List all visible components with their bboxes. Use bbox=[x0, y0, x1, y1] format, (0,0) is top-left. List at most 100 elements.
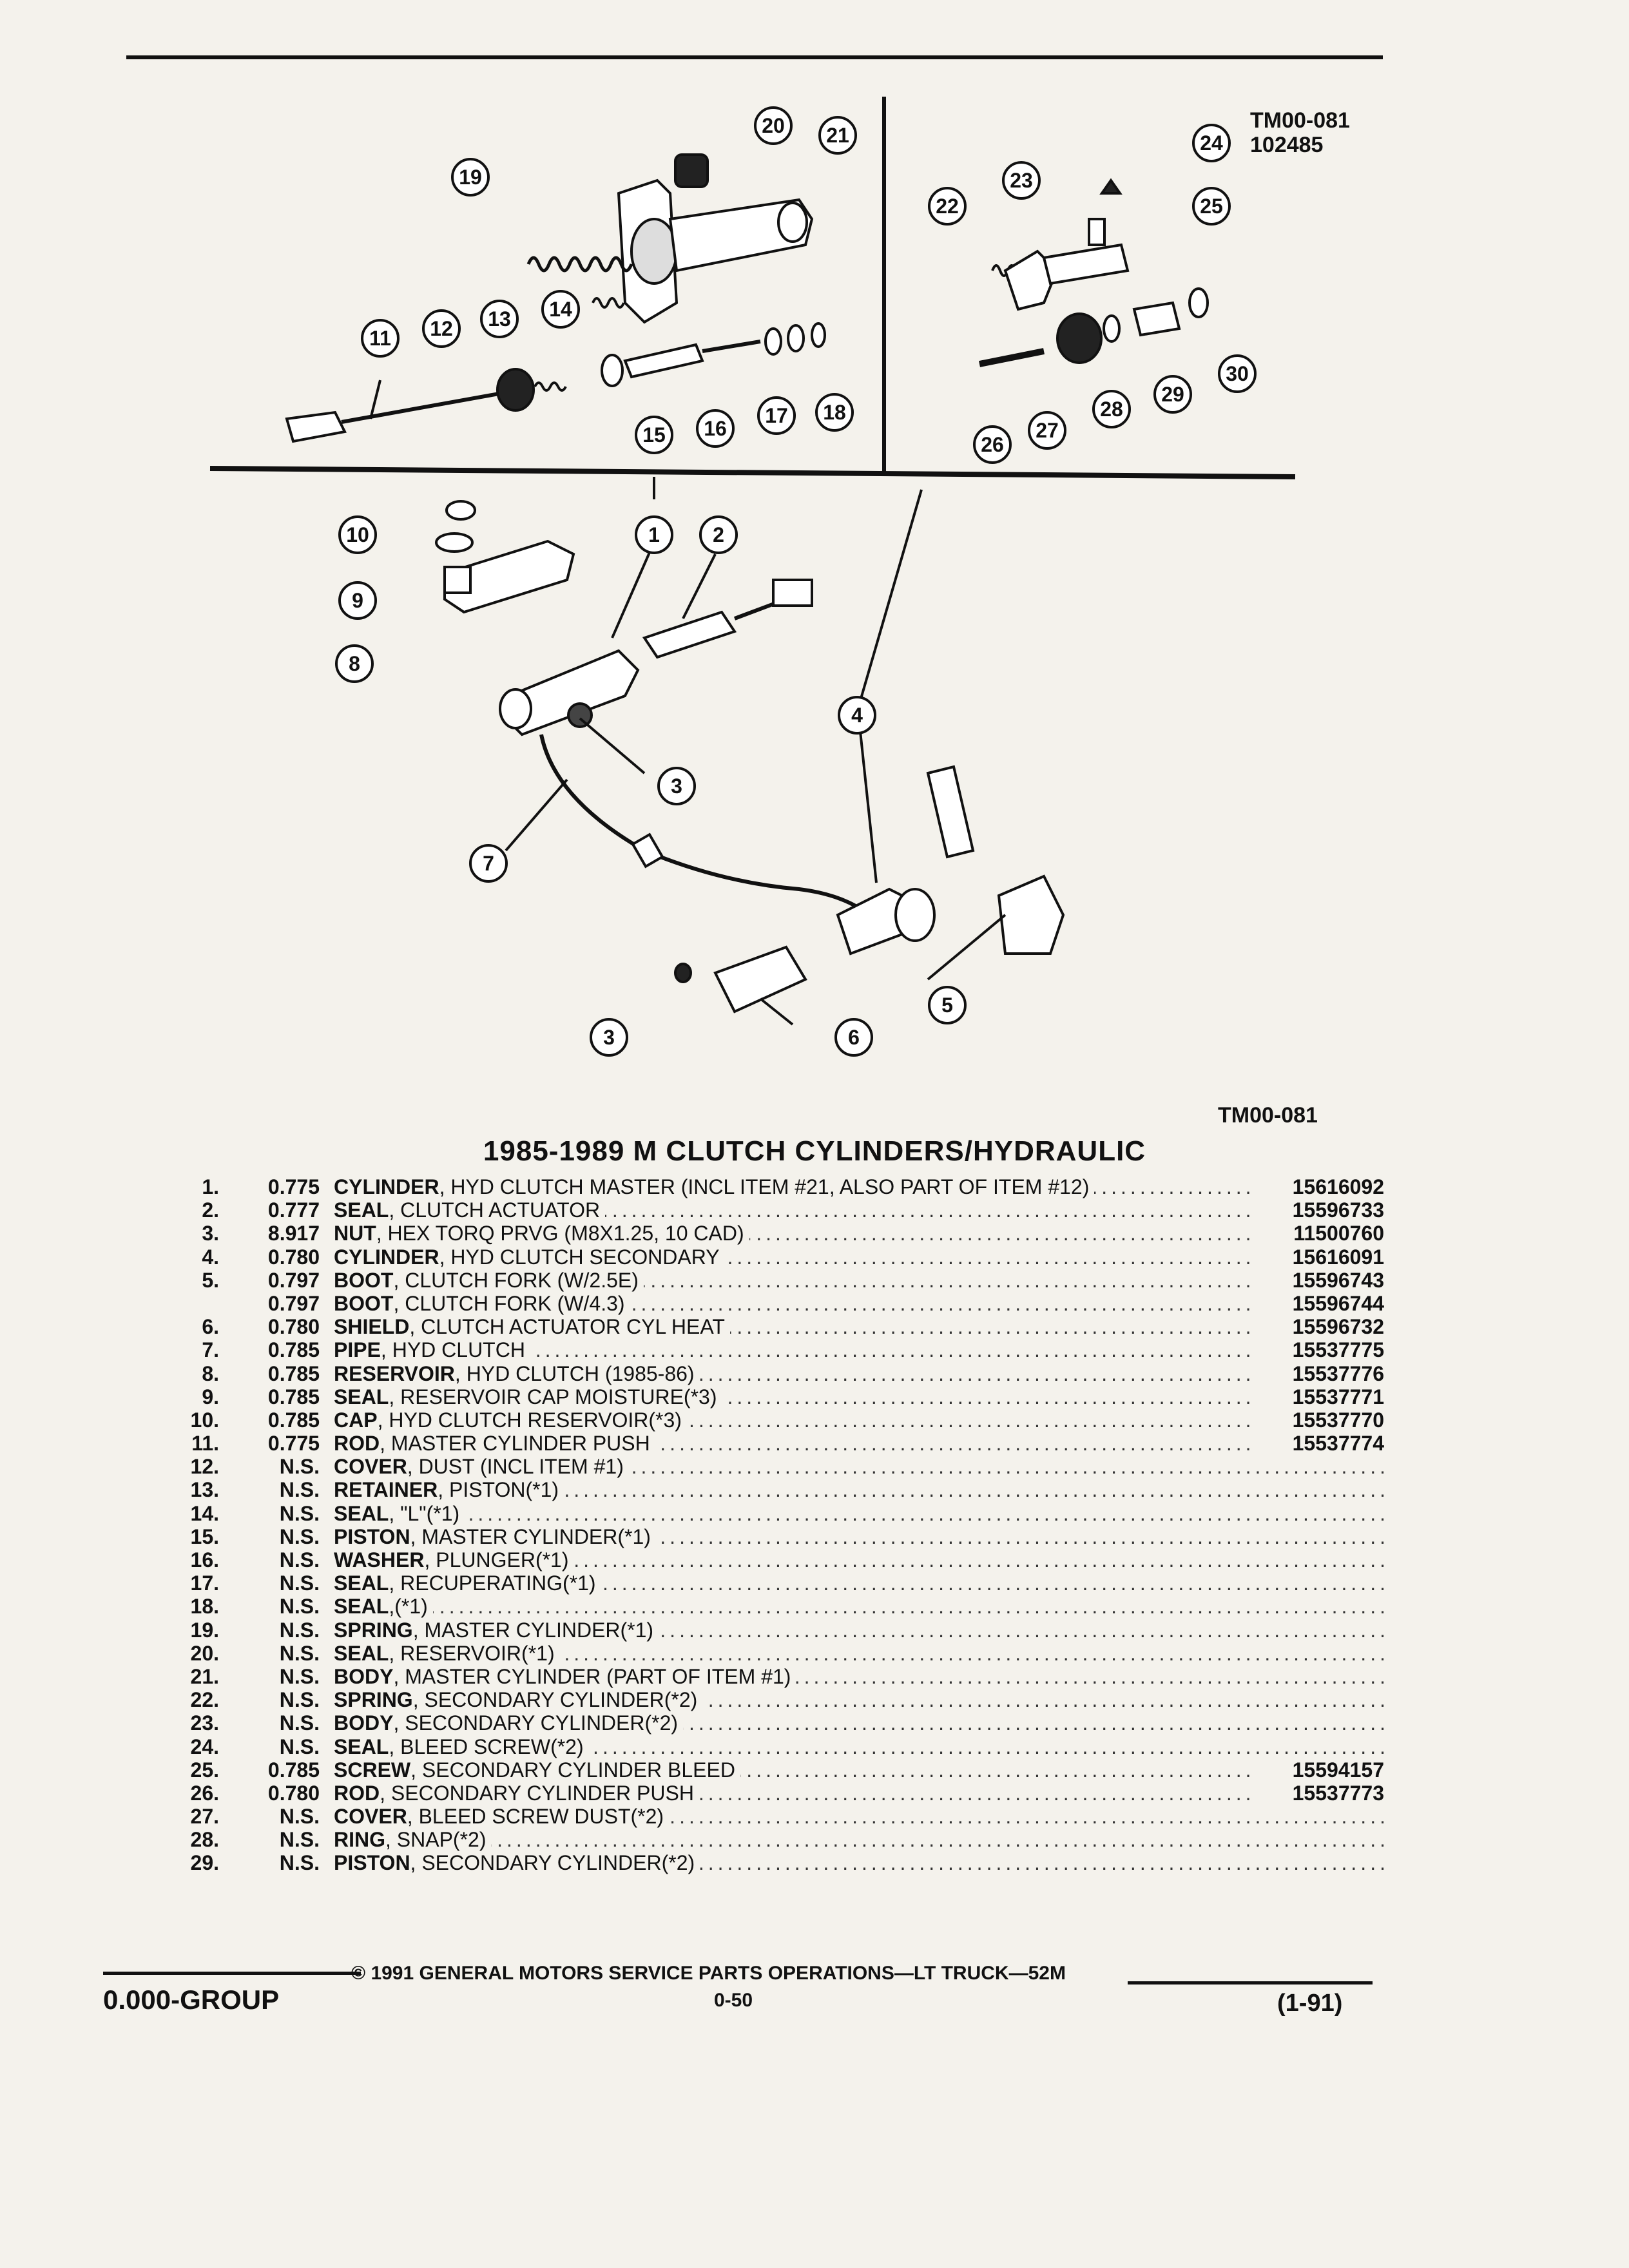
part-name: PIPE bbox=[334, 1338, 381, 1362]
footer-rule-right bbox=[1128, 1981, 1373, 1984]
part-description: CYLINDER, HYD CLUTCH MASTER (INCL ITEM #… bbox=[334, 1175, 1379, 1198]
item-number: 26. bbox=[190, 1781, 219, 1805]
master-cylinder-assembly-drawing bbox=[499, 579, 813, 736]
item-number: 6. bbox=[202, 1315, 219, 1339]
parts-row: 28. N.S..................................… bbox=[168, 1828, 1391, 1852]
parts-row: 4.0.780.................................… bbox=[168, 1245, 1391, 1269]
group-code: 0.785 bbox=[267, 1361, 320, 1385]
parts-row: 9.0.785.................................… bbox=[168, 1385, 1391, 1408]
part-number: 15537774 bbox=[1250, 1432, 1384, 1456]
callout-22: 22 bbox=[936, 195, 959, 218]
part-description: RETAINER, PISTON(*1) bbox=[334, 1478, 1379, 1502]
top-rule bbox=[126, 55, 1383, 59]
part-number: 11500760 bbox=[1250, 1222, 1384, 1245]
group-code: 0.780 bbox=[267, 1781, 320, 1805]
part-detail: , SNAP(*2) bbox=[385, 1828, 487, 1852]
part-number: 15537775 bbox=[1250, 1338, 1384, 1362]
part-description: ROD, MASTER CYLINDER PUSH bbox=[334, 1432, 1379, 1456]
part-description: SEAL, RESERVOIR CAP MOISTURE(*3) bbox=[334, 1385, 1379, 1408]
callout-5: 5 bbox=[941, 994, 953, 1017]
callout-27: 27 bbox=[1036, 419, 1059, 442]
parts-row: 10.0.785................................… bbox=[168, 1408, 1391, 1432]
callout-13: 13 bbox=[488, 307, 511, 331]
group-code: 0.780 bbox=[267, 1315, 320, 1339]
part-detail: , RESERVOIR(*1) bbox=[389, 1641, 555, 1665]
part-detail: , SECONDARY CYLINDER(*2) bbox=[410, 1851, 695, 1875]
group-code: 0.780 bbox=[267, 1245, 320, 1269]
part-detail: , HYD CLUTCH MASTER (INCL ITEM #21, ALSO… bbox=[439, 1175, 1090, 1198]
exploded-view-diagram: 1 2 3 4 5 6 7 8 9 10 11 12 13 14 15 16 1… bbox=[209, 97, 1318, 1128]
leader-dots: ........................................… bbox=[334, 1828, 1391, 1852]
parts-row: 23.N.S..................................… bbox=[168, 1711, 1391, 1735]
group-code: 0.775 bbox=[267, 1432, 320, 1456]
parts-row: 0.797...................................… bbox=[168, 1291, 1391, 1315]
item-number: 11. bbox=[191, 1432, 219, 1456]
callout-21: 21 bbox=[826, 124, 849, 147]
item-number: 13. bbox=[190, 1478, 219, 1502]
part-name: NUT bbox=[334, 1222, 376, 1245]
callout-18: 18 bbox=[823, 401, 846, 424]
part-description: PISTON, MASTER CYLINDER(*1) bbox=[334, 1524, 1379, 1548]
item-number: 25. bbox=[190, 1758, 219, 1782]
part-description: ROD, SECONDARY CYLINDER PUSH bbox=[334, 1781, 1379, 1805]
part-detail: , BLEED SCREW DUST(*2) bbox=[407, 1805, 664, 1829]
part-detail: , HYD CLUTCH RESERVOIR(*3) bbox=[377, 1408, 682, 1432]
parts-row: 29.N.S..................................… bbox=[168, 1851, 1391, 1875]
part-description: SEAL, RESERVOIR(*1) bbox=[334, 1641, 1379, 1665]
part-detail: , PISTON(*1) bbox=[438, 1478, 559, 1502]
part-detail: , CLUTCH FORK (W/2.5E) bbox=[393, 1268, 639, 1292]
part-detail: , BLEED SCREW(*2) bbox=[389, 1735, 584, 1758]
part-detail: , PLUNGER(*1) bbox=[424, 1548, 569, 1571]
callout-1: 1 bbox=[648, 523, 660, 546]
part-name: PISTON bbox=[334, 1851, 410, 1875]
part-name: SCREW bbox=[334, 1758, 411, 1782]
part-name: ROD bbox=[334, 1781, 380, 1805]
callout-4: 4 bbox=[851, 704, 863, 727]
group-code: 0.785 bbox=[267, 1758, 320, 1782]
parts-row: 24.N.S..................................… bbox=[168, 1735, 1391, 1758]
parts-row: 16.N.S..................................… bbox=[168, 1548, 1391, 1571]
callout-30: 30 bbox=[1226, 362, 1249, 385]
callout-7: 7 bbox=[483, 852, 494, 875]
parts-row: 2.0.777.................................… bbox=[168, 1198, 1391, 1222]
item-number: 10. bbox=[190, 1408, 219, 1432]
master-spring-drawing bbox=[526, 256, 633, 273]
part-name: CYLINDER bbox=[334, 1245, 439, 1269]
part-name: SPRING bbox=[334, 1688, 413, 1712]
parts-row: 15.N.S..................................… bbox=[168, 1524, 1391, 1548]
item-number: 17. bbox=[190, 1571, 219, 1595]
group-code: 0.785 bbox=[267, 1385, 320, 1408]
callout-28: 28 bbox=[1100, 398, 1123, 421]
part-name: WASHER bbox=[334, 1548, 425, 1571]
callout-3b: 3 bbox=[603, 1026, 615, 1049]
part-description: BODY, SECONDARY CYLINDER(*2) bbox=[334, 1711, 1379, 1735]
group-code: N.S. bbox=[279, 1664, 320, 1688]
group-code: N.S. bbox=[279, 1828, 320, 1852]
group-code: N.S. bbox=[279, 1805, 320, 1829]
push-rod-drawing bbox=[285, 322, 826, 443]
callout-29: 29 bbox=[1161, 383, 1184, 406]
part-name: SEAL bbox=[334, 1735, 389, 1758]
callout-circles bbox=[335, 106, 1257, 1057]
part-detail: , SECONDARY CYLINDER PUSH bbox=[380, 1781, 694, 1805]
item-number: 18. bbox=[190, 1595, 219, 1619]
part-name: SHIELD bbox=[334, 1315, 410, 1339]
part-description: SHIELD, CLUTCH ACTUATOR CYL HEAT bbox=[334, 1315, 1379, 1339]
part-detail: , MASTER CYLINDER(*1) bbox=[410, 1524, 651, 1548]
item-number: 28. bbox=[190, 1828, 219, 1852]
item-number: 21. bbox=[190, 1664, 219, 1688]
part-number: 15596732 bbox=[1250, 1315, 1384, 1339]
part-detail: , "L"(*1) bbox=[389, 1501, 460, 1525]
part-description: COVER, DUST (INCL ITEM #1) bbox=[334, 1455, 1379, 1479]
parts-row: 14.N.S..................................… bbox=[168, 1501, 1391, 1525]
part-detail: , CLUTCH FORK (W/4.3) bbox=[393, 1291, 625, 1315]
part-name: CAP bbox=[334, 1408, 378, 1432]
part-description: SEAL, RECUPERATING(*1) bbox=[334, 1571, 1379, 1595]
part-detail: , MASTER CYLINDER(*1) bbox=[412, 1618, 654, 1642]
item-number: 20. bbox=[190, 1641, 219, 1665]
item-number: 19. bbox=[190, 1618, 219, 1642]
parts-row: 20.N.S..................................… bbox=[168, 1641, 1391, 1665]
callout-6: 6 bbox=[848, 1026, 860, 1049]
part-number: 15537771 bbox=[1250, 1385, 1384, 1408]
secondary-cylinder-drawing bbox=[979, 178, 1209, 367]
